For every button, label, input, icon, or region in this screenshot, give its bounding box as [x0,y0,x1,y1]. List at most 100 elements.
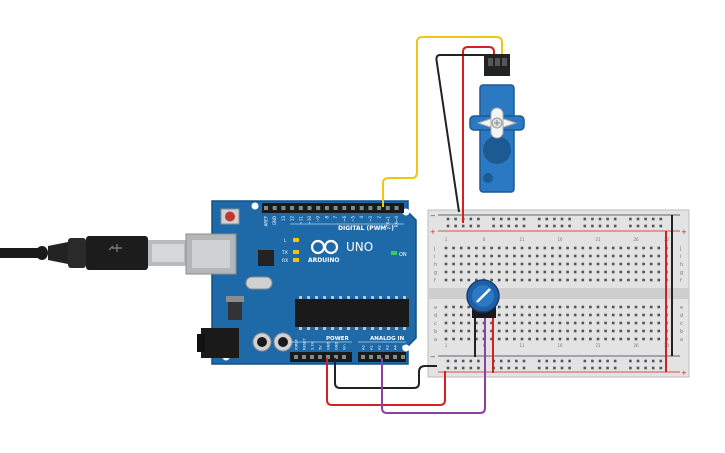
breadboard-hole[interactable] [459,262,463,266]
breadboard-hole[interactable] [613,224,617,228]
breadboard-hole[interactable] [581,305,585,309]
breadboard-hole[interactable] [598,359,602,363]
breadboard-hole[interactable] [566,246,569,250]
breadboard-hole[interactable] [490,246,493,250]
breadboard-hole[interactable] [452,321,455,325]
breadboard-hole[interactable] [513,329,516,333]
breadboard-hole[interactable] [497,278,501,282]
breadboard-hole[interactable] [507,224,511,228]
breadboard-hole[interactable] [591,359,594,363]
digital-pin-hole[interactable] [342,206,347,210]
breadboard-hole[interactable] [513,254,516,258]
breadboard-hole[interactable] [619,262,623,266]
breadboard-hole[interactable] [490,321,493,325]
breadboard-hole[interactable] [551,313,554,317]
breadboard-hole[interactable] [573,278,577,282]
breadboard-hole[interactable] [642,246,645,250]
breadboard-hole[interactable] [589,278,592,282]
breadboard-hole[interactable] [568,366,571,370]
breadboard-hole[interactable] [543,262,547,266]
breadboard-hole[interactable] [642,313,645,317]
digital-pin-hole[interactable] [359,206,364,210]
breadboard-hole[interactable] [634,305,638,309]
digital-pin-hole[interactable] [385,206,390,210]
analog-wire[interactable] [381,316,486,414]
breadboard-hole[interactable] [604,246,607,250]
breadboard-hole[interactable] [627,313,630,317]
breadboard-hole[interactable] [642,270,645,274]
breadboard-hole[interactable] [452,313,455,317]
breadboard-hole[interactable] [482,262,486,266]
breadboard-hole[interactable] [475,337,478,341]
breadboard-hole[interactable] [644,217,647,221]
5v-wire[interactable] [326,358,446,406]
breadboard-hole[interactable] [446,217,450,221]
breadboard-hole[interactable] [543,246,547,250]
breadboard-hole[interactable] [469,217,473,221]
breadboard-hole[interactable] [513,262,516,266]
breadboard-hole[interactable] [619,278,623,282]
breadboard-hole[interactable] [657,270,661,274]
breadboard-hole[interactable] [444,305,448,309]
breadboard-hole[interactable] [558,329,562,333]
breadboard-hole[interactable] [505,262,509,266]
breadboard-hole[interactable] [535,305,539,309]
breadboard-hole[interactable] [499,217,503,221]
power-pin-hole[interactable] [302,355,306,359]
breadboard-hole[interactable] [644,224,647,228]
breadboard-hole[interactable] [490,278,493,282]
wires[interactable] [326,36,673,414]
breadboard-hole[interactable] [659,359,663,363]
breadboard-hole[interactable] [644,359,647,363]
breadboard-hole[interactable] [507,359,511,363]
breadboard-hole[interactable] [613,217,617,221]
breadboard-hole[interactable] [499,224,503,228]
breadboard-hole[interactable] [461,359,465,363]
breadboard-hole[interactable] [598,217,602,221]
breadboard-hole[interactable] [657,329,661,333]
breadboard-hole[interactable] [497,254,501,258]
breadboard-hole[interactable] [467,329,471,333]
breadboard-hole[interactable] [598,366,602,370]
breadboard-hole[interactable] [583,366,587,370]
breadboard-hole[interactable] [459,313,463,317]
breadboard-hole[interactable] [522,224,526,228]
breadboard-hole[interactable] [573,329,577,333]
breadboard-hole[interactable] [492,217,495,221]
breadboard-hole[interactable] [528,329,531,333]
breadboard-hole[interactable] [520,329,524,333]
digital-pin-hole[interactable] [316,206,321,210]
breadboard-hole[interactable] [477,224,480,228]
breadboard-hole[interactable] [475,278,478,282]
breadboard-hole[interactable] [627,246,630,250]
breadboard-hole[interactable] [475,270,478,274]
breadboard-hole[interactable] [490,337,493,341]
breadboard-hole[interactable] [499,366,503,370]
breadboard-hole[interactable] [475,329,478,333]
breadboard-hole[interactable] [545,224,549,228]
breadboard-hole[interactable] [634,270,638,274]
breadboard-hole[interactable] [535,262,539,266]
breadboard-hole[interactable] [459,246,463,250]
breadboard-hole[interactable] [553,366,556,370]
breadboard-hole[interactable] [606,359,609,363]
breadboard-hole[interactable] [452,337,455,341]
breadboard-hole[interactable] [560,217,564,221]
breadboard-hole[interactable] [634,254,638,258]
breadboard-hole[interactable] [634,329,638,333]
breadboard-hole[interactable] [591,224,594,228]
breadboard-hole[interactable] [642,337,645,341]
breadboard-hole[interactable] [589,321,592,325]
breadboard-hole[interactable] [520,321,524,325]
breadboard-hole[interactable] [513,270,516,274]
breadboard-hole[interactable] [553,224,556,228]
breadboard-hole[interactable] [651,366,655,370]
breadboard-hole[interactable] [649,270,653,274]
breadboard-hole[interactable] [611,313,615,317]
digital-pin-hole[interactable] [351,206,355,210]
breadboard-hole[interactable] [604,254,607,258]
breadboard-hole[interactable] [528,321,531,325]
breadboard-hole[interactable] [505,305,509,309]
breadboard-hole[interactable] [444,246,448,250]
breadboard-hole[interactable] [545,359,549,363]
